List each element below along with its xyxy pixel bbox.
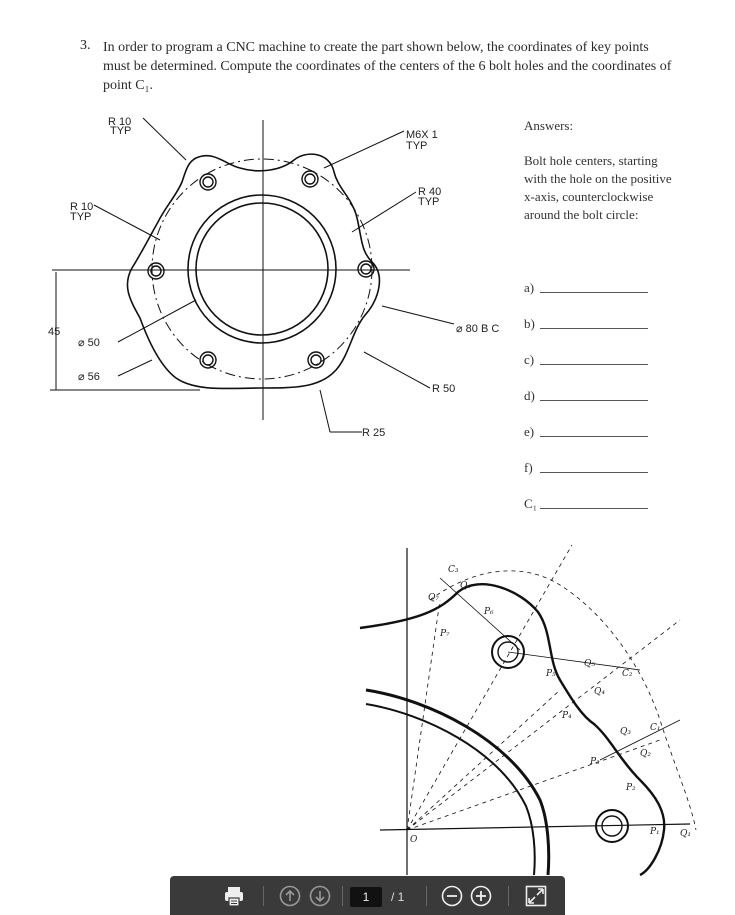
sketch-p4: P₄ [561,711,572,721]
answer-e-label: e) [524,424,535,439]
sketch-p2: P₂ [625,783,636,793]
zoom-out-icon [441,885,463,907]
sketch-q4: Q₄ [594,687,605,697]
label-d80-bc: ⌀ 80 B C [456,323,499,335]
zoom-out-button[interactable] [441,885,463,907]
label-r10-left: R 10 [70,201,93,213]
sketch-p6: P₆ [483,607,494,617]
answer-c-line [540,364,648,365]
label-d50: ⌀ 50 [78,337,100,349]
sketch-c1: C₁ [650,723,661,733]
answer-f-label: f) [524,460,533,475]
label-r10-top: R 10 [108,116,131,128]
sketch-p7: P₇ [439,629,450,639]
sketch-q3: Q₃ [620,727,631,737]
toolbar-separator [342,886,343,906]
sketch-o: O [410,835,418,845]
answer-f-line [540,472,648,473]
sketch-q6: Q₆ [460,581,471,591]
label-typ-4: TYP [418,196,439,208]
label-typ-2: TYP [70,211,91,223]
pdf-toolbar: 1 / 1 [170,876,565,915]
label-dim-45: 45 [48,326,60,338]
sketch-q2: Q₂ [640,749,651,759]
sketch-p5: P₅ [545,669,556,679]
answers-heading: Answers: [524,118,574,133]
page-total: / 1 [391,890,405,904]
arrow-down-icon [309,885,331,907]
question-text: In order to program a CNC machine to cre… [103,40,672,93]
toolbar-separator [508,886,509,906]
fit-page-button[interactable] [525,885,547,907]
sketch-q5: Q₅ [584,659,595,669]
page-number-input[interactable]: 1 [350,887,382,907]
answer-c-label: c) [524,352,535,367]
sketch-q1: Q₁ [680,829,691,839]
label-m6: M6X 1 [406,129,438,141]
label-r25: R 25 [362,427,385,439]
answer-a-line [540,292,648,293]
question-number: 3. [80,38,91,53]
toolbar-separator [263,886,264,906]
zoom-in-icon [470,885,492,907]
sketch-p1: P₁ [649,827,660,837]
answer-c1-label: C₁ [524,496,538,511]
sketch-q7: Q₇ [428,593,439,603]
print-icon [225,887,243,907]
sketch-c3: C₃ [448,565,459,575]
answer-b-line [540,328,648,329]
answers-description: Bolt hole centers, starting with the hol… [524,153,672,222]
answer-c1-line [540,508,648,509]
label-typ-3: TYP [406,140,427,152]
toolbar-separator [426,886,427,906]
label-d56: ⌀ 56 [78,371,100,383]
previous-page-button[interactable] [279,885,301,907]
zoom-in-button[interactable] [470,885,492,907]
sketch-p3: P₃ [589,757,600,767]
label-typ-1: TYP [110,125,131,137]
answer-a-label: a) [524,280,535,295]
label-r50: R 50 [432,383,455,395]
answer-d-line [540,400,648,401]
next-page-button[interactable] [309,885,331,907]
print-button[interactable] [222,884,246,908]
answer-b-label: b) [524,316,535,331]
fit-page-icon [525,885,547,907]
answer-e-line [540,436,648,437]
sketch-c2: C₂ [622,669,633,679]
arrow-up-icon [279,885,301,907]
label-r40: R 40 [418,186,441,198]
answer-d-label: d) [524,388,535,403]
